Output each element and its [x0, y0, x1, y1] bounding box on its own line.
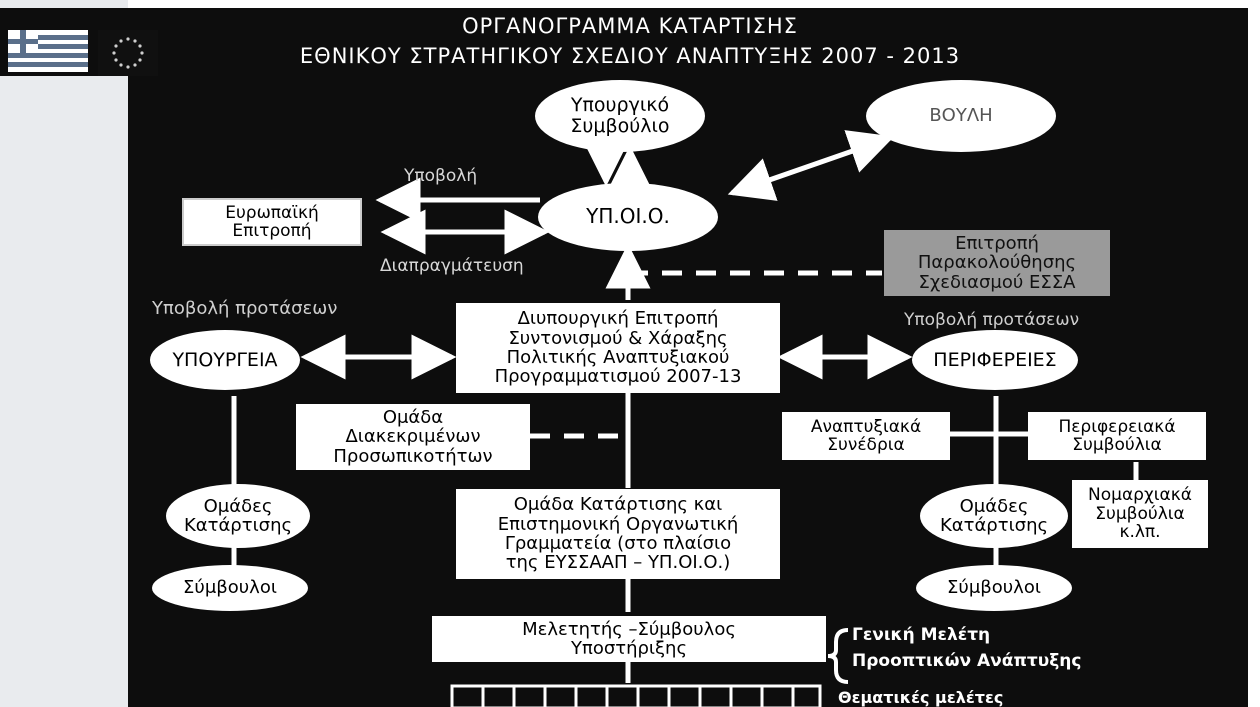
label-negotiation: Διαπραγμάτευση: [380, 256, 524, 276]
greek-flag-icon: [8, 30, 88, 72]
node-ministries: ΥΠΟΥΡΓΕΙΑ: [150, 330, 300, 390]
node-monitoring-committee: Επιτροπή Παρακολούθησης Σχεδιασμού ΕΣΣΑ: [884, 230, 1110, 296]
label-general-study: Γενική Μελέτη: [852, 625, 991, 645]
node-regional-councils: Περιφερειακά Συμβούλια: [1028, 412, 1206, 460]
node-interministerial-committee: Διυπουργική Επιτροπή Συντονισμού & Χάραξ…: [456, 303, 780, 393]
label-proposals-left: Υποβολή προτάσεων: [152, 298, 338, 319]
node-prefectural-councils: Νομαρχιακά Συμβούλια κ.λπ.: [1072, 480, 1208, 548]
node-experts-group: Ομάδα Διακεκριμένων Προσωπικοτήτων: [296, 404, 530, 470]
label-development-prospects: Προοπτικών Ανάπτυξης: [852, 651, 1082, 671]
node-consultants-right: Σύμβουλοι: [916, 565, 1072, 611]
node-drafting-groups-left: Ομάδες Κατάρτισης: [166, 484, 310, 548]
label-submission: Υποβολή: [404, 166, 478, 186]
diagram-title: ΟΡΓΑΝΟΓΡΑΜΜΑ ΚΑΤΑΡΤΙΣΗΣ: [462, 14, 798, 38]
left-margin: [0, 0, 128, 707]
node-cabinet: Υπουργικό Συμβούλιο: [535, 80, 705, 152]
node-support-consultant: Μελετητής –Σύμβουλος Υποστήριξης: [432, 616, 826, 662]
label-thematic-studies: Θεματικές μελέτες: [838, 688, 1004, 707]
node-development-conferences: Αναπτυξιακά Συνέδρια: [782, 412, 950, 460]
node-drafting-groups-right: Ομάδες Κατάρτισης: [920, 484, 1068, 548]
thematic-studies-grid: [450, 684, 822, 707]
arrow-ypoio-vouli: [727, 130, 895, 201]
node-european-commission: Ευρωπαϊκή Επιτροπή: [182, 198, 362, 246]
diagram-subtitle: ΕΘΝΙΚΟΥ ΣΤΡΑΤΗΓΙΚΟΥ ΣΧΕΔΙΟΥ ΑΝΑΠΤΥΞΗΣ 20…: [299, 44, 961, 68]
node-regions: ΠΕΡΙΦΕΡΕΙΕΣ: [912, 330, 1078, 390]
node-ypoio: ΥΠ.ΟΙ.Ο.: [538, 183, 718, 251]
node-consultants-left: Σύμβουλοι: [152, 565, 308, 611]
label-proposals-right: Υποβολή προτάσεων: [904, 310, 1080, 330]
node-drafting-team-secretariat: Ομάδα Κατάρτισης και Επιστημονική Οργανω…: [456, 489, 780, 579]
brace-icon: [827, 628, 849, 684]
node-parliament: ΒΟΥΛΗ: [866, 80, 1056, 152]
eu-flag-icon: [98, 30, 158, 76]
